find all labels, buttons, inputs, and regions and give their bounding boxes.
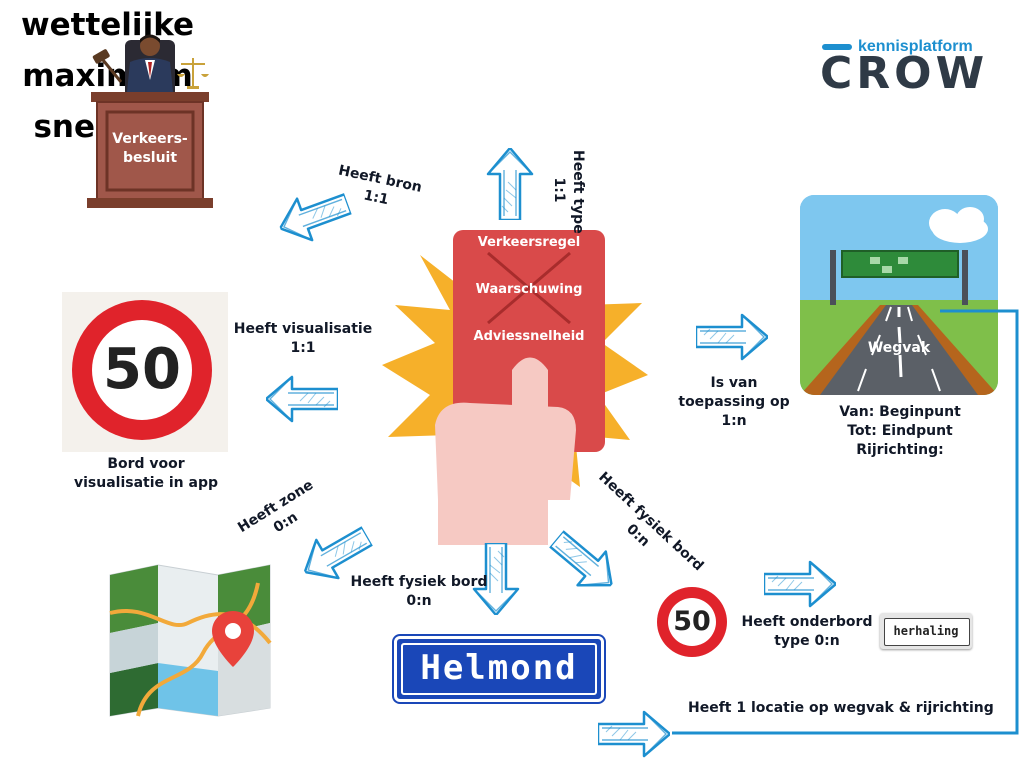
wegvak-label: Wegvak	[867, 340, 931, 356]
relation-onderbord: Heeft onderbord type 0:n	[738, 613, 876, 651]
besluit-label-line-1: Verkeers-	[112, 131, 188, 147]
wegvak-info-line-1: Van: Beginpunt	[839, 404, 961, 420]
logo-small-text: kennisplatform	[858, 38, 973, 55]
card-item-waarschuwing: Waarschuwing	[475, 282, 583, 297]
relation-visualisatie-line-1: Heeft visualisatie	[233, 321, 373, 337]
relation-fysiek-bord-down-line-2: 0:n	[406, 593, 432, 609]
besluit-label: Verkeers- besluit	[100, 130, 200, 168]
helmond-sign: Helmond	[394, 636, 604, 702]
road-segment-illustration: Wegvak	[800, 195, 998, 395]
central-card-illustration: Verkeersregel Waarschuwing Adviessnelhei…	[380, 225, 650, 545]
helmond-sign-border	[401, 643, 597, 695]
relation-toepassing-line-3: 1:n	[721, 413, 747, 429]
physical-speed-sign: 50	[652, 585, 732, 660]
relation-visualisatie-line-2: 1:1	[290, 340, 316, 356]
relation-toepassing-line-2: toepassing op	[678, 394, 790, 410]
map-illustration	[108, 563, 273, 718]
card-item-adviessnelheid: Adviessnelheid	[473, 329, 585, 344]
wegvak-info: Van: Beginpunt Tot: Eindpunt Rijrichting…	[820, 403, 980, 460]
wegvak-info-line-2: Tot: Eindpunt	[847, 423, 953, 439]
title-line-1: wettelijke	[20, 7, 194, 43]
crow-logo: kennisplatform CROW	[818, 38, 1003, 100]
relation-type-line-1: Heeft type	[570, 150, 586, 234]
relation-onderbord-line-1: Heeft onderbord	[741, 614, 873, 630]
besluit-label-line-2: besluit	[122, 150, 178, 166]
physical-speed-sign-number: 50	[673, 606, 711, 637]
relation-visualisatie: Heeft visualisatie 1:1	[223, 320, 383, 358]
herhaling-plate: herhaling	[880, 613, 972, 649]
bord-app-label-line-1: Bord voor	[107, 456, 185, 472]
relation-fysiek-bord-down: Heeft fysiek bord 0:n	[340, 573, 498, 611]
speed-sign-app-visual: 50	[62, 292, 228, 452]
helmond-sign-text: Helmond	[420, 648, 578, 688]
herhaling-text: herhaling	[893, 624, 959, 638]
arrow-visualisatie	[266, 375, 338, 423]
arrow-onderbord	[764, 560, 836, 608]
relation-toepassing-line-1: Is van	[710, 375, 758, 391]
bord-app-label: Bord voor visualisatie in app	[56, 455, 236, 493]
relation-type-line-2: 1:1	[551, 177, 567, 203]
relation-locatie: Heeft 1 locatie op wegvak & rijrichting	[688, 700, 994, 716]
relation-type: Heeft type 1:1	[549, 150, 587, 234]
relation-toepassing: Is van toepassing op 1:n	[670, 374, 798, 431]
relation-fysiek-bord-down-line-1: Heeft fysiek bord	[350, 574, 488, 590]
card-item-verkeersregel: Verkeersregel	[477, 235, 581, 250]
relation-onderbord-line-2: type 0:n	[774, 633, 840, 649]
logo-accent-mark	[822, 44, 852, 50]
speed-sign-number: 50	[103, 337, 181, 402]
judge-podium-illustration: Verkeers- besluit	[85, 30, 215, 210]
logo-big-text: CROW	[820, 48, 989, 99]
bord-app-label-line-2: visualisatie in app	[73, 475, 219, 491]
arrow-toepassing	[696, 313, 768, 361]
arrow-up-type	[486, 148, 534, 220]
arrow-locatie	[598, 710, 670, 758]
wegvak-info-line-3: Rijrichting:	[856, 442, 944, 458]
